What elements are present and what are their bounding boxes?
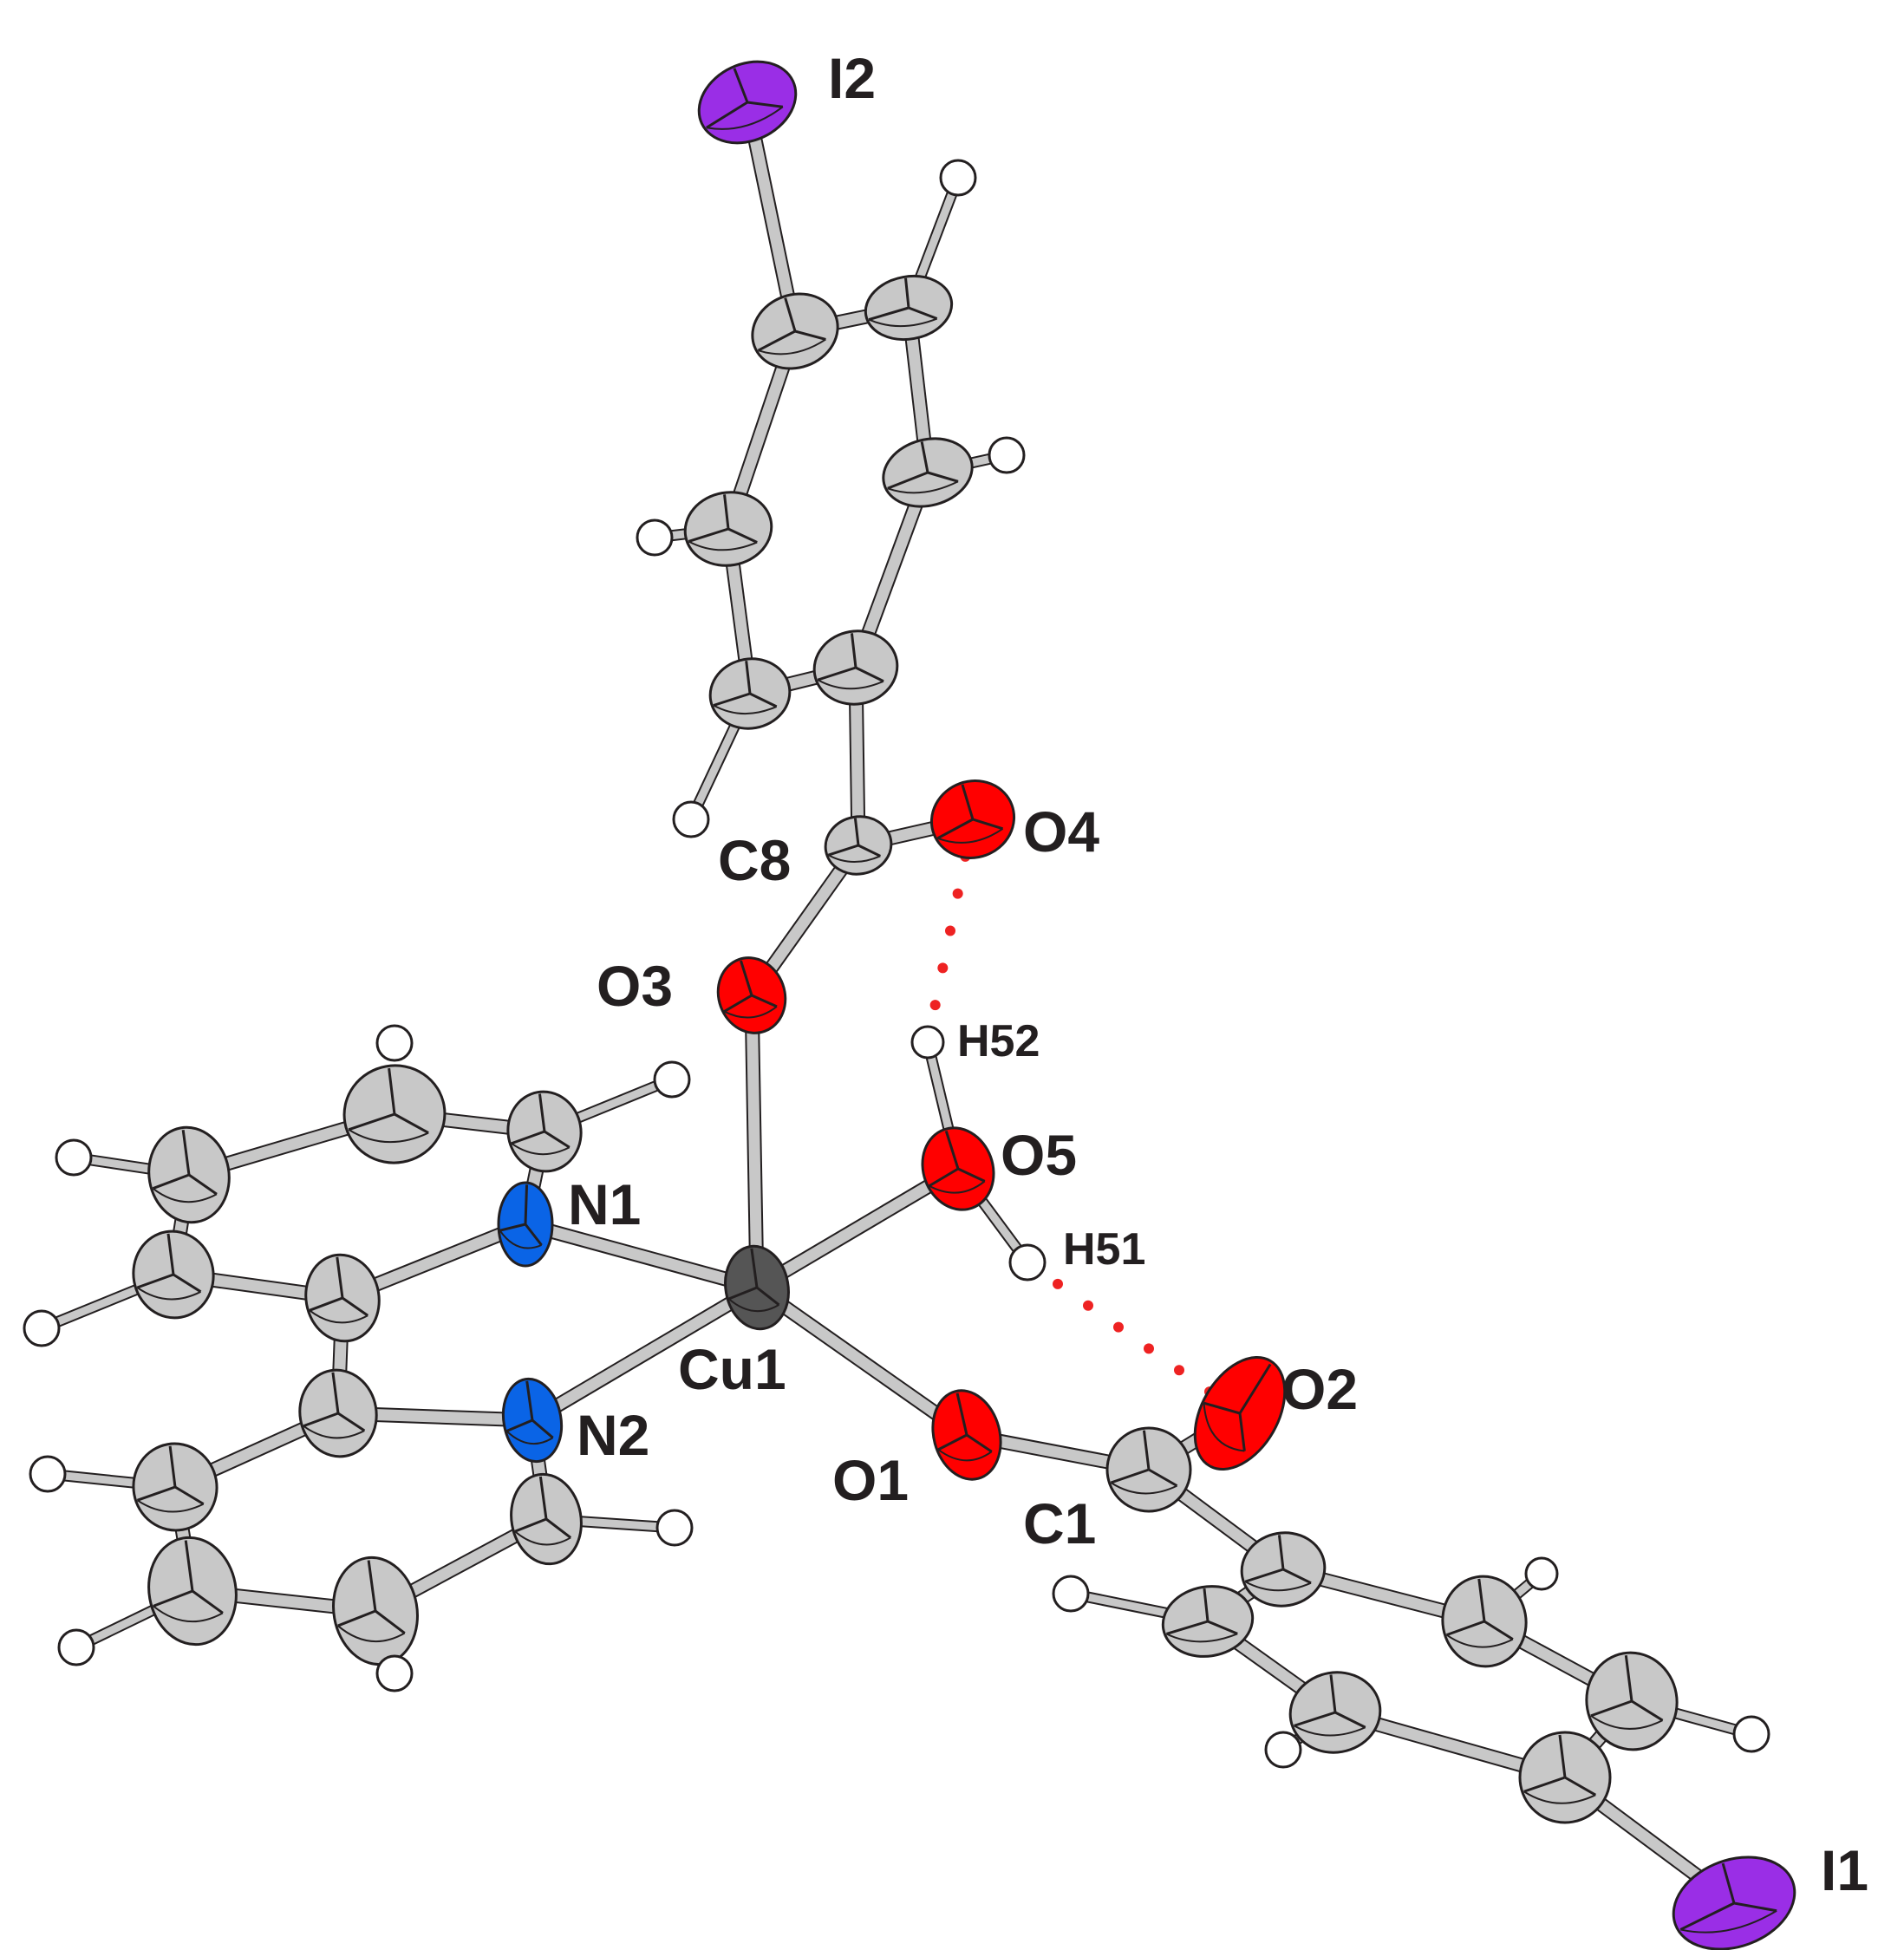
atom-H_a4 (636, 518, 674, 557)
atom-H_b3 (55, 1138, 93, 1177)
atom-H_b1 (375, 1024, 414, 1062)
atom-C_b6 (298, 1368, 378, 1458)
atom-C_a3 (882, 437, 974, 508)
atom-C_a6 (708, 657, 792, 730)
label-O1: O1 (832, 1448, 909, 1512)
atom-H_b7 (29, 1455, 67, 1493)
label-I2: I2 (828, 46, 876, 110)
atom-C_a1 (751, 292, 839, 370)
atom-H_b10 (655, 1509, 694, 1547)
atom-H51 (1008, 1243, 1047, 1282)
atom-C_b7 (132, 1442, 218, 1532)
atom-H_a2 (939, 159, 977, 197)
label-O2: O2 (1281, 1357, 1358, 1421)
atom-C_a5 (812, 629, 899, 706)
atom-C_b4 (132, 1229, 215, 1320)
bond-O3-Cu1 (744, 995, 765, 1288)
atom-N2 (501, 1377, 564, 1464)
label-N1: N1 (568, 1172, 641, 1236)
atom-N1 (497, 1181, 554, 1268)
atom-C_b10 (510, 1472, 583, 1566)
atom-C_p6 (1518, 1731, 1612, 1824)
atom-C_b2 (506, 1090, 583, 1173)
atoms-layer (23, 60, 1796, 1950)
atom-O1 (931, 1389, 1002, 1481)
label-I1: I1 (1821, 1838, 1868, 1902)
atom-C_b9 (332, 1555, 419, 1666)
bond-Cu1-N1 (523, 1216, 760, 1295)
atom-H_a3 (988, 436, 1026, 474)
label-Cu1: Cu1 (678, 1337, 786, 1401)
atom-H_a6 (672, 800, 710, 838)
labels-layer: I2 I1 C8 O4 O3 H52 O5 N1 H51 Cu1 N2 O2 O… (568, 46, 1868, 1902)
atom-C_p2 (1441, 1575, 1528, 1668)
label-O5: O5 (1001, 1123, 1077, 1187)
atom-H_b2 (653, 1060, 691, 1099)
atom-H_p5 (1732, 1715, 1770, 1753)
atom-C_p4 (1288, 1671, 1382, 1754)
atom-Cu1 (724, 1244, 790, 1331)
atom-C8 (824, 815, 893, 876)
atom-C_p3 (1161, 1585, 1255, 1658)
label-H51: H51 (1063, 1224, 1145, 1275)
atom-H_p3 (1052, 1575, 1090, 1613)
hbond-H51-O2 (1053, 1278, 1215, 1398)
atom-H52 (910, 1025, 945, 1060)
label-N2: N2 (577, 1403, 649, 1467)
atom-I1 (1672, 1855, 1796, 1950)
bond-O5-Cu1 (753, 1162, 962, 1295)
hbond-O4-H52 (929, 851, 971, 1011)
atom-C_b1 (342, 1064, 447, 1164)
atom-C_a4 (683, 491, 773, 567)
atom-O3 (716, 956, 787, 1034)
atom-C_b8 (147, 1536, 238, 1647)
atom-C_b5 (304, 1253, 381, 1343)
label-O3: O3 (597, 954, 673, 1018)
label-C8: C8 (718, 828, 791, 892)
bond-Cu1-N2 (528, 1281, 761, 1427)
atom-C_a2 (864, 274, 954, 342)
atom-I2 (697, 60, 798, 145)
atom-O5 (921, 1126, 995, 1211)
atom-H_b4 (23, 1309, 61, 1347)
label-O4: O4 (1023, 799, 1099, 864)
atom-C_b3 (147, 1125, 231, 1224)
atom-H_p2 (1524, 1556, 1559, 1591)
label-H52: H52 (957, 1016, 1040, 1066)
atom-C1 (1105, 1426, 1192, 1513)
label-C1: C1 (1023, 1491, 1096, 1555)
atom-C_p1 (1240, 1531, 1327, 1608)
bond-Cu1-O1 (753, 1282, 971, 1441)
atom-H_b8 (57, 1628, 95, 1666)
atom-O4 (929, 779, 1016, 859)
atom-C_p5 (1585, 1651, 1679, 1751)
atom-O2 (1193, 1356, 1287, 1471)
atom-H_b9 (375, 1654, 414, 1692)
atom-H_p4 (1264, 1731, 1302, 1769)
